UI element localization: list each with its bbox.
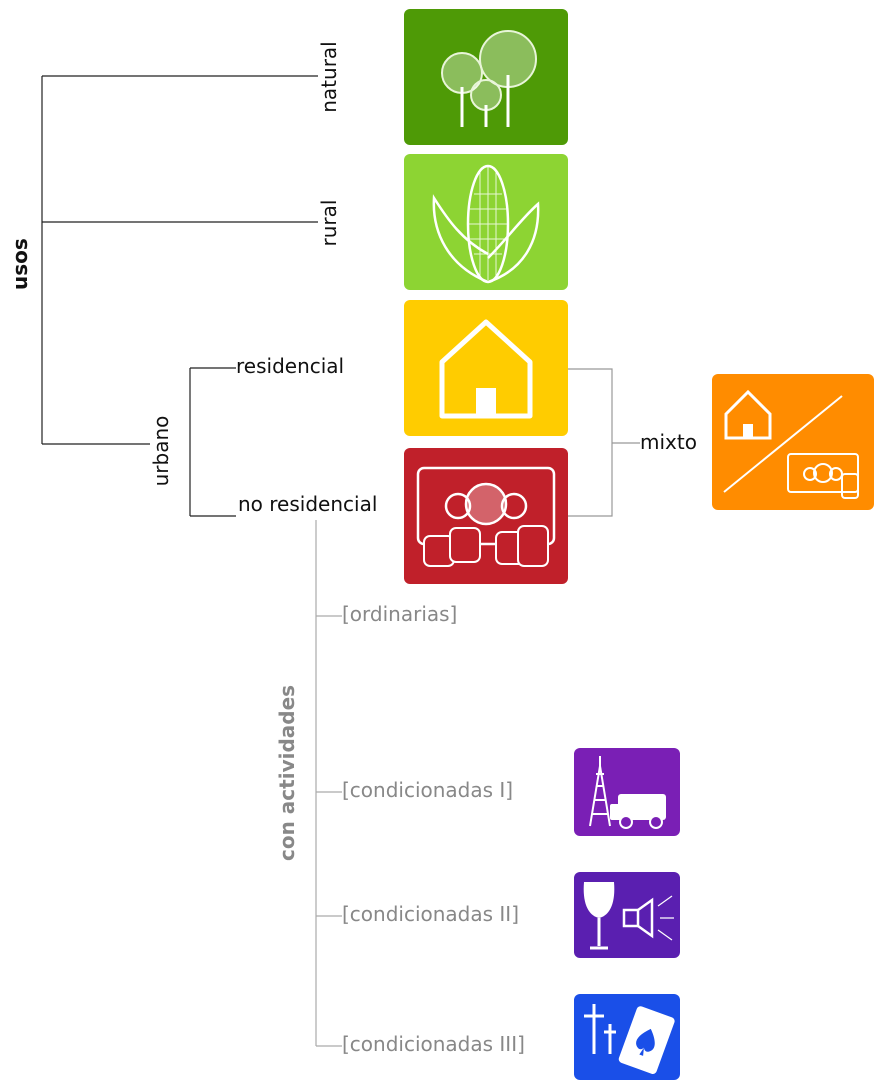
trees-icon xyxy=(441,30,537,127)
condicionadas-1-tile xyxy=(574,748,680,836)
no-residencial-label: no residencial xyxy=(238,492,378,516)
house-money-icon xyxy=(723,389,859,499)
corn-icon xyxy=(432,164,540,284)
condicionadas-2-tile xyxy=(574,872,680,958)
activity-condicionadas-2-label: [condicionadas II] xyxy=(342,902,520,926)
natural-tile xyxy=(404,9,568,145)
no-residencial-tile xyxy=(404,448,568,584)
antenna-truck-icon xyxy=(589,756,666,829)
natural-label: natural xyxy=(317,41,341,113)
mixto-label: mixto xyxy=(640,430,697,454)
house-icon xyxy=(439,319,533,419)
activity-condicionadas-1-label: [condicionadas I] xyxy=(342,778,514,802)
activity-ordinarias-label: [ordinarias] xyxy=(342,602,458,626)
rural-label: rural xyxy=(317,199,341,247)
residencial-label: residencial xyxy=(236,354,345,378)
rural-tile xyxy=(404,154,568,290)
mixto-tile xyxy=(712,374,874,510)
glass-speaker-icon xyxy=(583,882,674,950)
cross-card-icon xyxy=(584,1004,675,1075)
root-label: usos xyxy=(8,238,32,290)
activities-group-label: con actividades xyxy=(275,684,299,861)
money-icon xyxy=(416,466,556,567)
residencial-tile xyxy=(404,300,568,436)
condicionadas-3-tile xyxy=(574,994,680,1080)
activity-condicionadas-3-label: [condicionadas III] xyxy=(342,1032,525,1056)
urbano-label: urbano xyxy=(149,415,173,487)
